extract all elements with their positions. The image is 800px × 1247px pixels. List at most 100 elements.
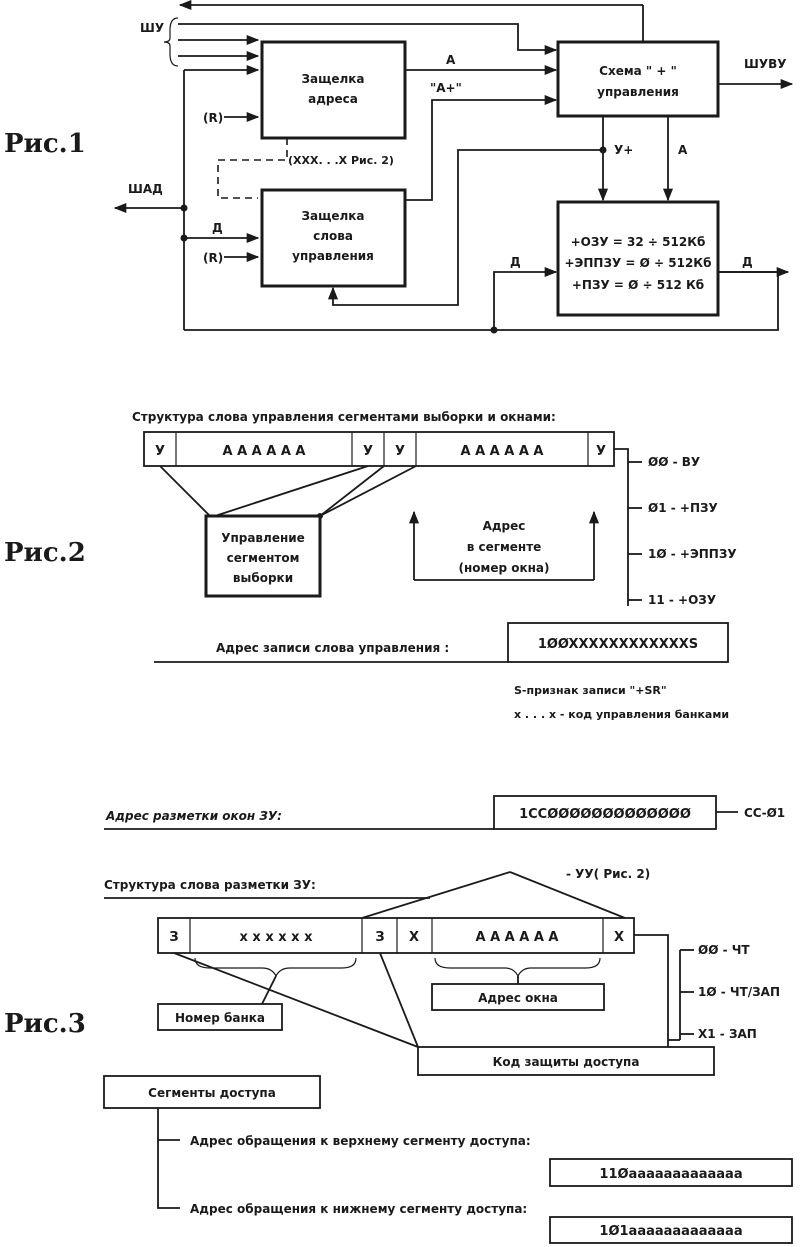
fig2-cell-y4: У: [596, 444, 606, 459]
markup-address-box: [493, 795, 717, 830]
bank-brace: [194, 957, 357, 978]
control-latch-line2: слова: [313, 229, 353, 243]
fig2-connector: [214, 465, 369, 517]
window-addr-line3: (номер окна): [459, 561, 550, 575]
fig3-code-readwrite: 1Ø - ЧТ/ЗАП: [698, 985, 780, 999]
segment-control-box: [204, 514, 322, 598]
fig3-cell-x3: Х: [614, 930, 624, 945]
control-scheme-line2: управления: [597, 85, 679, 99]
memory-d-in-label: Д: [510, 255, 521, 269]
fig3-code-read: ØØ - ЧТ: [698, 943, 750, 957]
address-latch-line2: адреса: [308, 92, 358, 106]
control-bus-line1: [178, 23, 558, 56]
lower-segment-value: 1Ø1aaaaaaaaaaaaa: [599, 1224, 742, 1239]
control-latch-line1: Защелка: [301, 209, 364, 223]
access-connector-z2: [379, 952, 419, 1048]
window-address-box: [431, 983, 605, 1011]
memory-eeprom: +ЭППЗУ = Ø ÷ 512Кб: [565, 256, 712, 270]
fig2-connector: [319, 465, 385, 517]
access-segments-label: Сегменты доступа: [148, 1086, 276, 1100]
bank-number-label: Номер банка: [175, 1011, 265, 1025]
yplus-label: У+: [614, 143, 633, 157]
markup-address-label: Адрес разметки окон ЗУ:: [105, 809, 282, 823]
yy-reference: - УУ( Рис. 2): [566, 867, 650, 881]
fig2-code-vu: ØØ - ВУ: [648, 455, 700, 469]
yy-connector-right: [509, 871, 626, 919]
fig2-cell-y1: У: [155, 444, 165, 459]
fig2-code-pzu: Ø1 - +ПЗУ: [648, 501, 718, 515]
note-s-flag: S-признак записи "+SR": [514, 684, 667, 697]
dashed-link: [217, 138, 288, 199]
cc-label: СС-Ø1: [744, 806, 785, 820]
fig2-connector: [159, 465, 211, 517]
segment-control-line1: Управление: [221, 531, 305, 545]
upper-segment-box: [549, 1158, 793, 1187]
fig3-cell-z1: З: [169, 930, 178, 945]
window-address-label: Адрес окна: [478, 991, 558, 1005]
junction-yplus: [599, 146, 607, 154]
markup-address-value: 1ССØØØØØØØØØØØØØ: [519, 807, 691, 822]
address-a-label: А: [446, 53, 456, 67]
fig2-word-box: [143, 431, 615, 467]
segment-control-line2: сегментом: [227, 551, 300, 565]
fig3-code-link: [634, 934, 669, 1047]
aplus-line: [405, 94, 558, 201]
window-brace: [434, 957, 601, 978]
segments-tree: [157, 1108, 180, 1209]
reset-label-1: (R): [203, 111, 223, 125]
upper-segment-label: Адрес обращения к верхнему сегменту дост…: [190, 1134, 531, 1148]
fig2-code-bracket: [614, 448, 629, 606]
lower-segment-label: Адрес обращения к нижнему сегменту досту…: [190, 1202, 527, 1216]
fig3-title: Рис.3: [4, 1009, 86, 1039]
control-word-latch-box: [260, 188, 407, 288]
fig2-cell-y3: У: [395, 444, 405, 459]
yy-connector-left: [361, 871, 511, 919]
xxx-reference: (ХХХ. . .Х Рис. 2): [288, 154, 394, 167]
fig3-word-box: [157, 917, 635, 954]
reset-label-2: (R): [203, 251, 223, 265]
fig2-code-ozu: 11 - +ОЗУ: [648, 593, 716, 607]
access-connector-z1: [173, 952, 419, 1048]
fig3-cell-a: А А А А А А: [476, 930, 559, 945]
shuvu-label: ШУВУ: [744, 57, 786, 71]
window-addr-line2: в сегменте: [467, 540, 542, 554]
control-scheme-box: [556, 40, 720, 118]
junction-shad: [180, 204, 188, 212]
address-aplus-label: "А+": [430, 81, 462, 95]
fig3-cell-z2: З: [375, 930, 384, 945]
upper-segment-value: 11Øaaaaaaaaaaaaa: [599, 1167, 742, 1182]
fig2-heading: Структура слова управления сегментами вы…: [132, 410, 556, 424]
memory-data-in: [493, 266, 558, 330]
write-address-value: 1ØØXXXXXXXXXXXXS: [538, 637, 698, 652]
markup-struct-label: Структура слова разметки ЗУ:: [104, 878, 316, 892]
note-bank-code: x . . . x - код управления банками: [514, 708, 729, 721]
window-addr-line1: Адрес: [483, 519, 526, 533]
fig1-title: Рис.1: [4, 129, 86, 159]
access-segments-box: [103, 1075, 321, 1109]
fig2-connector: [319, 465, 417, 517]
lower-segment-box: [549, 1216, 793, 1244]
memory-ram: +ОЗУ = 32 ÷ 512Кб: [571, 235, 706, 249]
memory-rom: +ПЗУ = Ø ÷ 512 Кб: [572, 278, 704, 292]
memory-d-out-label: Д: [742, 255, 753, 269]
address-latch-box: [260, 40, 407, 140]
access-code-box: [417, 1046, 715, 1076]
access-code-label: Код защиты доступа: [493, 1055, 640, 1069]
write-address-label: Адрес записи слова управления :: [216, 641, 449, 655]
fig2-code-eppzu: 1Ø - +ЭППЗУ: [648, 547, 737, 561]
segment-control-line3: выборки: [233, 571, 293, 585]
data-d-label: Д: [212, 221, 223, 235]
control-scheme-line1: Схема " + ": [599, 64, 677, 78]
bank-number-box: [157, 1003, 283, 1031]
fig2-cell-y2: У: [363, 444, 373, 459]
fig3-code-write: Х1 - ЗАП: [698, 1027, 757, 1041]
write-address-box: [507, 622, 729, 663]
feedback-to-control-latch: [327, 149, 603, 306]
control-latch-line3: управления: [292, 249, 374, 263]
fig3-cell-x2: Х: [409, 930, 419, 945]
address-latch-line1: Защелка: [301, 72, 364, 86]
fig2-cell-a2: А А А А А А: [461, 444, 544, 459]
address-data-bus-label: ШАД: [128, 182, 163, 196]
